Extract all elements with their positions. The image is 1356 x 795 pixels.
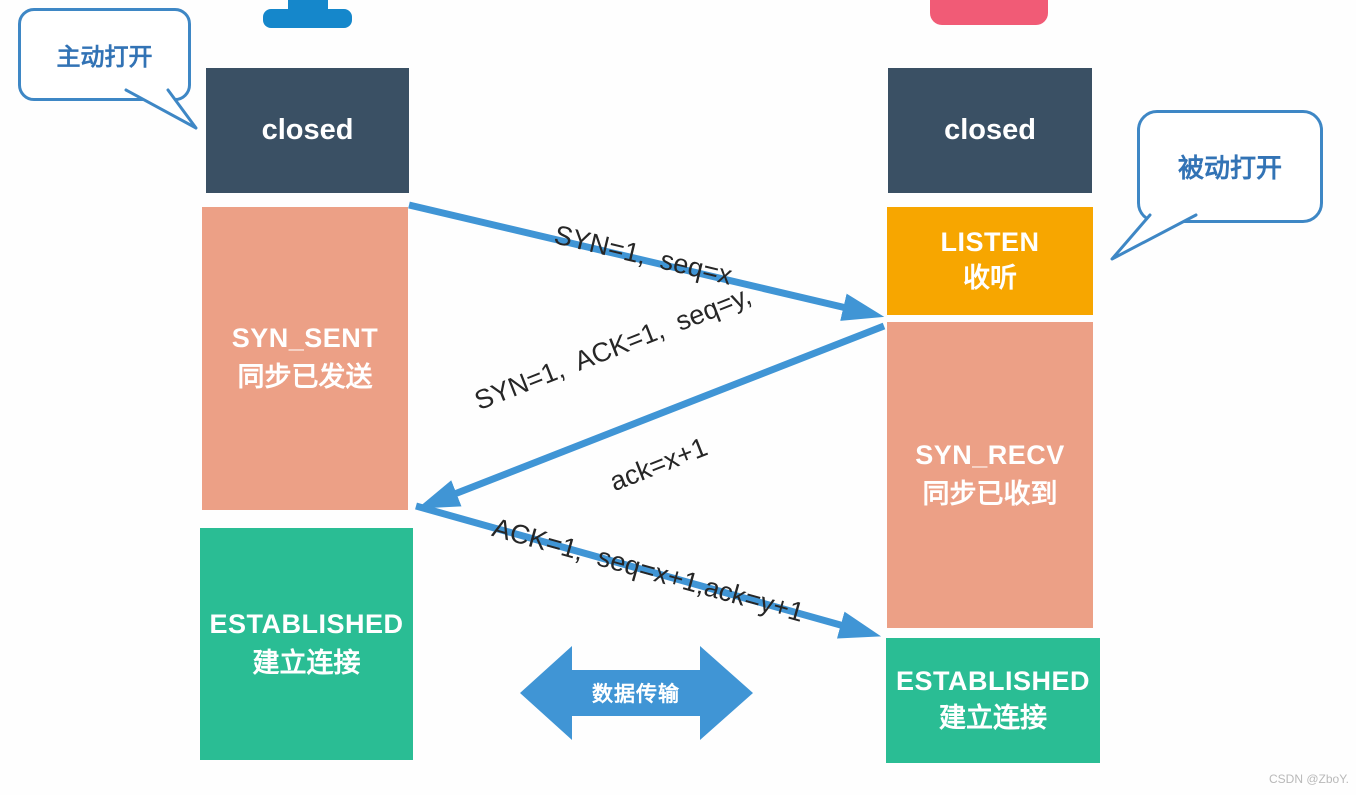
client-open-callout: 主动打开 bbox=[18, 8, 191, 101]
client-open-callout-label: 主动打开 bbox=[56, 44, 153, 71]
server-closed-label: closed bbox=[944, 114, 1036, 147]
server-closed-box: closed bbox=[888, 68, 1092, 193]
server-open-callout: 被动打开 bbox=[1137, 110, 1323, 223]
server-partial-icon bbox=[930, 0, 1048, 25]
client-syn-sent-label: SYN_SENT bbox=[231, 323, 379, 354]
data-transfer-label: 数据传输 bbox=[592, 683, 680, 706]
server-syn-recv-box: SYN_RECV 同步已收到 bbox=[887, 322, 1093, 628]
server-open-callout-label: 被动打开 bbox=[1177, 153, 1282, 183]
client-established-label-zh: 建立连接 bbox=[252, 647, 361, 678]
server-syn-recv-label-zh: 同步已收到 bbox=[922, 478, 1058, 509]
server-listen-label: LISTEN bbox=[940, 227, 1040, 258]
server-listen-box: LISTEN 收听 bbox=[887, 207, 1093, 315]
server-established-label-zh: 建立连接 bbox=[939, 703, 1047, 733]
server-listen-label-zh: 收听 bbox=[963, 263, 1017, 293]
server-syn-recv-label: SYN_RECV bbox=[915, 439, 1065, 470]
client-syn-sent-label-zh: 同步已发送 bbox=[237, 362, 373, 392]
server-established-label: ESTABLISHED bbox=[895, 666, 1090, 697]
server-established-box: ESTABLISHED 建立连接 bbox=[886, 638, 1100, 763]
monitor-base-icon bbox=[263, 9, 352, 28]
client-syn-sent-box: SYN_SENT 同步已发送 bbox=[202, 207, 408, 510]
syn-ack-label-line1: SYN=1, ACK=1, seq=y, bbox=[470, 279, 756, 416]
watermark: CSDN @ZboY. bbox=[1269, 772, 1349, 786]
syn-ack-label-line2: ack=x+1 bbox=[605, 431, 712, 498]
client-established-label: ESTABLISHED bbox=[209, 608, 404, 639]
client-established-box: ESTABLISHED 建立连接 bbox=[200, 528, 413, 760]
client-closed-label: closed bbox=[261, 114, 354, 147]
client-closed-box: closed bbox=[206, 68, 409, 193]
